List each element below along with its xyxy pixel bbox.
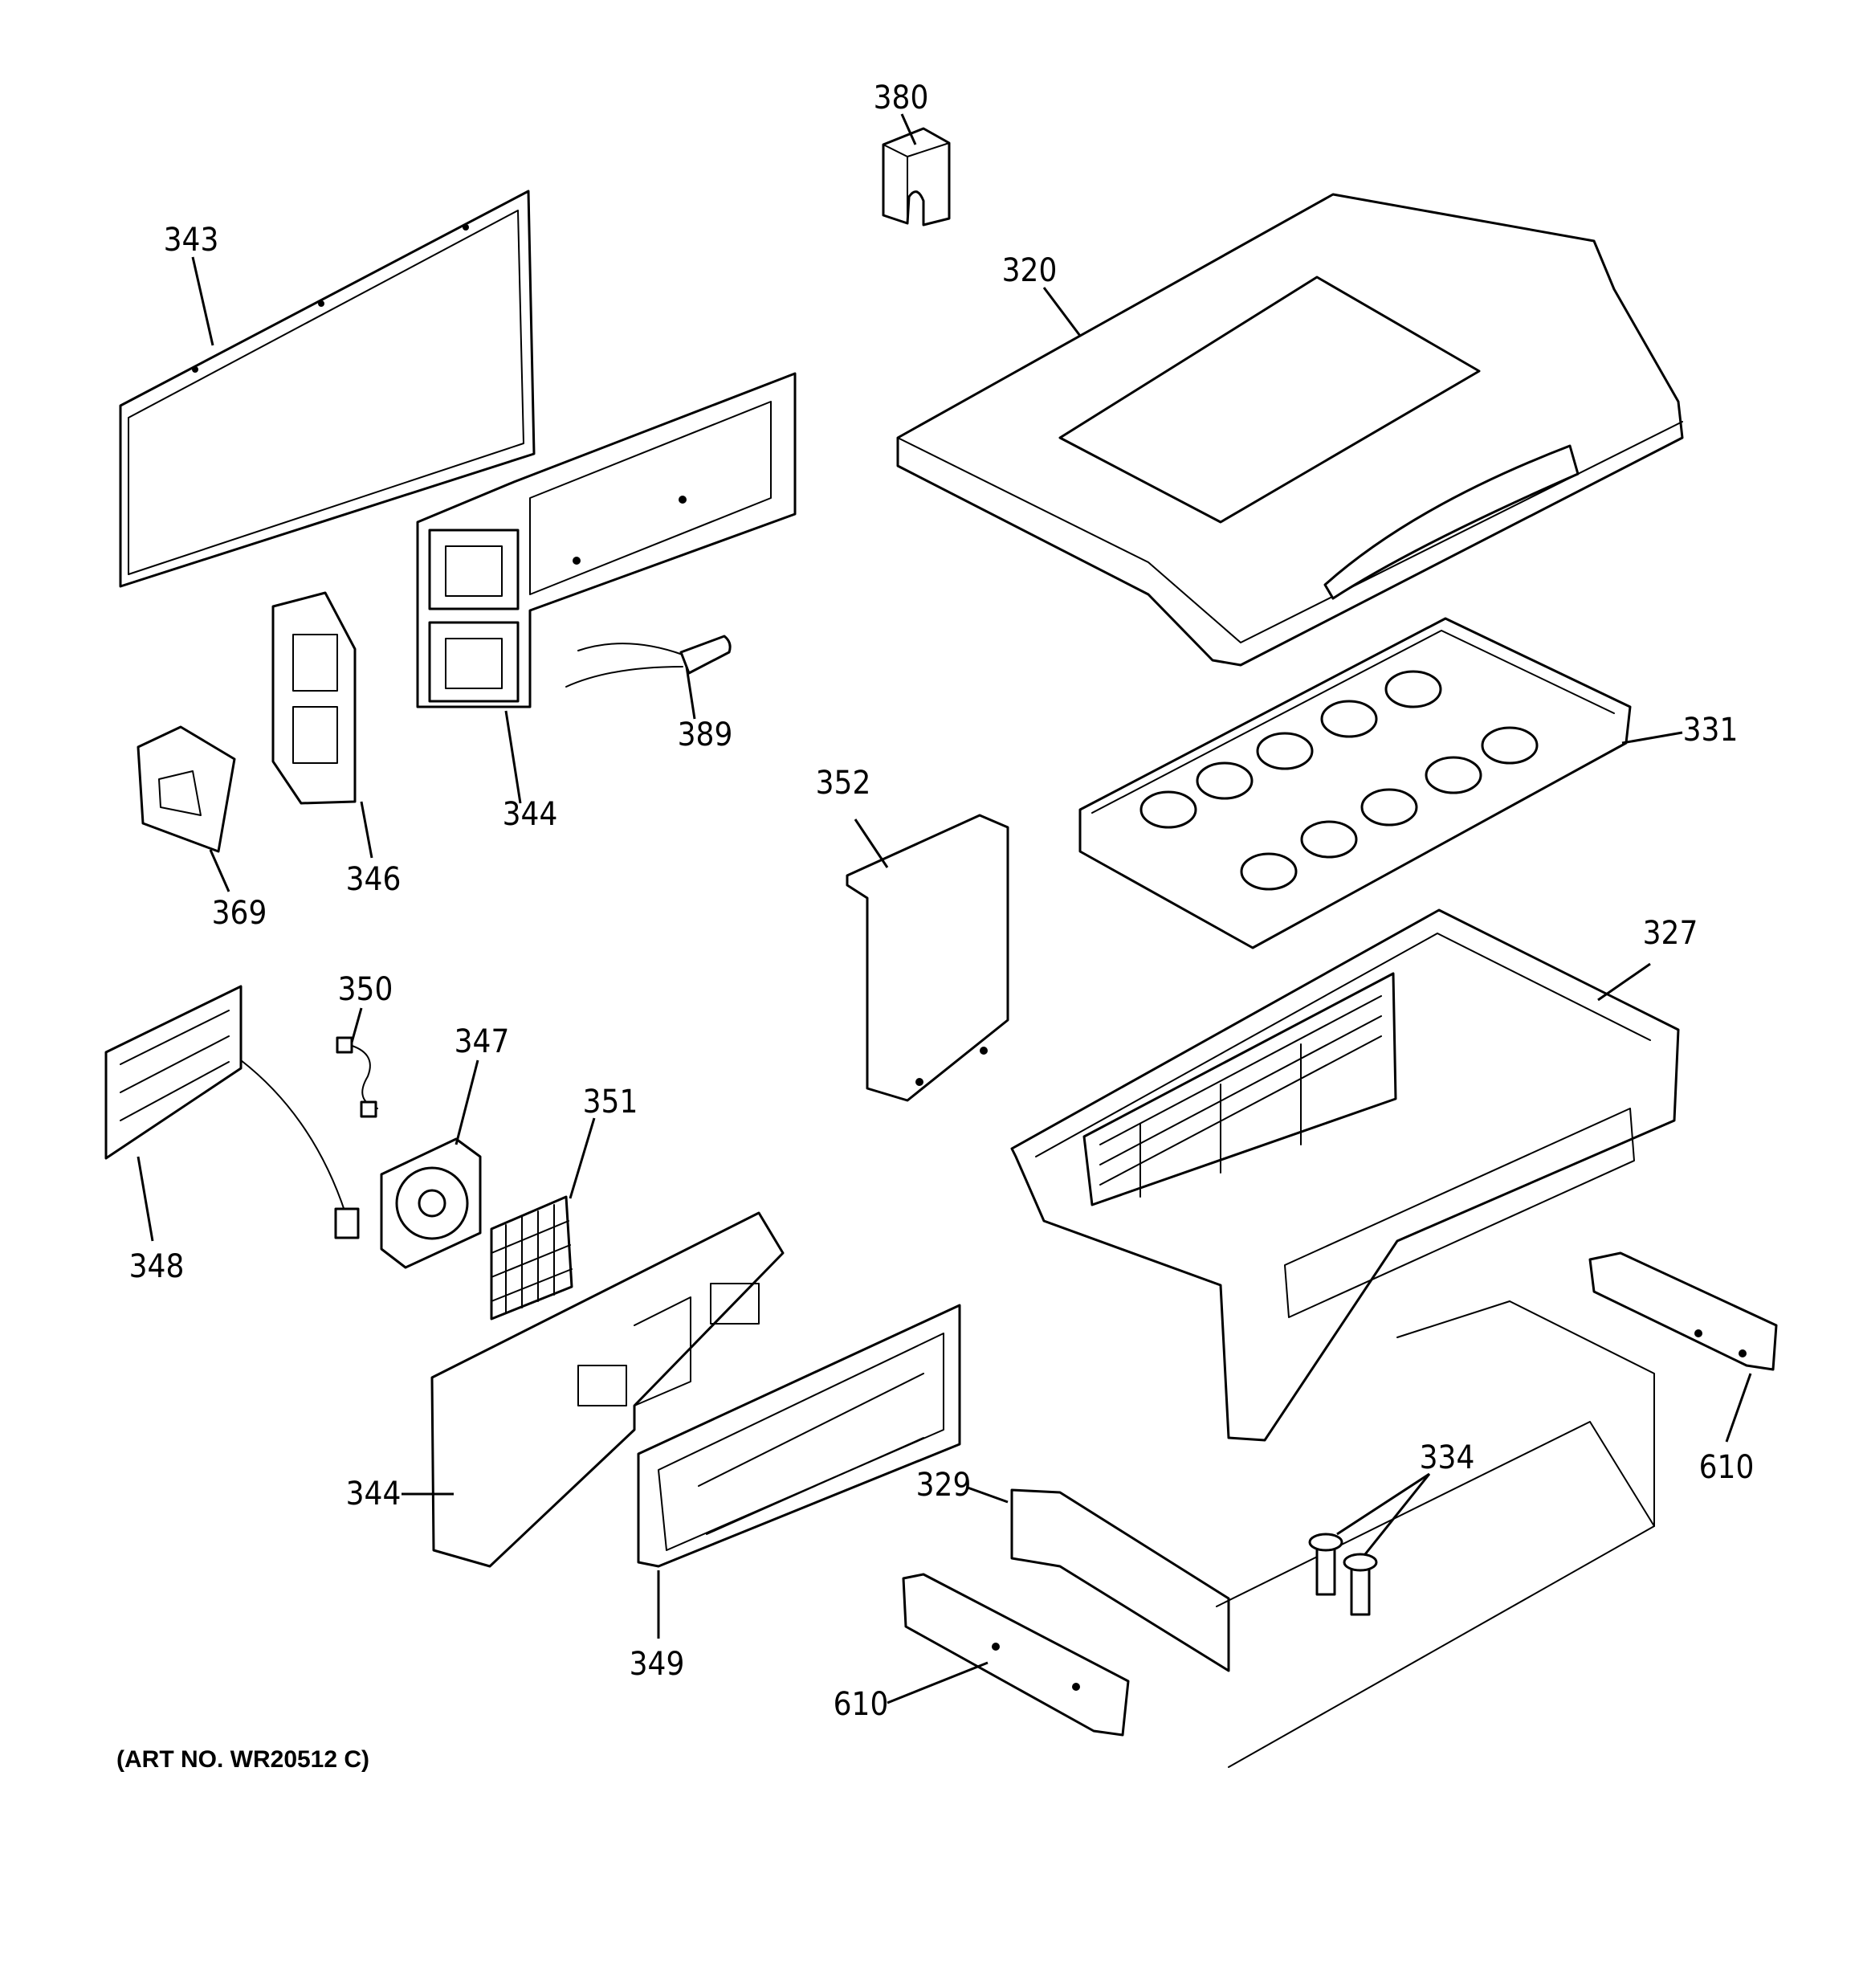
part-347-fan: [380, 1137, 482, 1269]
callout-347: 347: [455, 1023, 510, 1060]
leader-lines: [137, 113, 1752, 1704]
part-334-rollers: [1308, 1533, 1378, 1616]
callout-352: 352: [816, 765, 871, 802]
callout-329: 329: [916, 1467, 972, 1504]
part-343-panel: [119, 190, 536, 588]
part-346-frame: [271, 591, 357, 805]
part-610-right-rail: [1588, 1251, 1778, 1371]
callout-610-left: 610: [834, 1686, 889, 1723]
callout-343: 343: [164, 222, 219, 259]
callout-labels: 380 343 320 344 389 331 346 369 352 327 …: [129, 80, 1755, 1723]
callout-327: 327: [1643, 915, 1698, 952]
part-329-frame: [1010, 1300, 1655, 1768]
callout-348: 348: [129, 1248, 185, 1285]
part-352-baffle: [846, 814, 1009, 1102]
callout-346: 346: [346, 861, 402, 898]
part-350-harness: [336, 1036, 378, 1118]
part-351-mesh: [490, 1195, 573, 1321]
callout-344-lower: 344: [346, 1476, 402, 1512]
part-610-left-rail: [902, 1573, 1130, 1737]
callout-320: 320: [1002, 252, 1058, 289]
part-344-upper-duct: [416, 372, 797, 708]
callout-344-upper: 344: [503, 796, 558, 833]
part-369-box: [137, 725, 236, 853]
part-349-bezel: [637, 1304, 961, 1568]
callout-331: 331: [1683, 712, 1739, 749]
part-389-heater: [565, 635, 732, 688]
callout-369: 369: [212, 895, 267, 932]
callout-389: 389: [678, 716, 733, 753]
callout-349: 349: [630, 1646, 685, 1683]
callout-350: 350: [338, 971, 393, 1008]
part-327-bin: [1010, 908, 1680, 1442]
part-348-heater-panel: [104, 985, 360, 1239]
callout-380: 380: [874, 80, 929, 116]
part-344-lower-housing: [430, 1211, 785, 1568]
part-331-tray: [1078, 617, 1632, 949]
part-380-clip: [882, 127, 951, 227]
callout-334: 334: [1420, 1439, 1475, 1476]
part-320-cover: [896, 193, 1684, 667]
art-number-caption: (ART NO. WR20512 C): [116, 1746, 369, 1773]
callout-610-right: 610: [1699, 1449, 1755, 1486]
callout-351: 351: [583, 1084, 638, 1121]
